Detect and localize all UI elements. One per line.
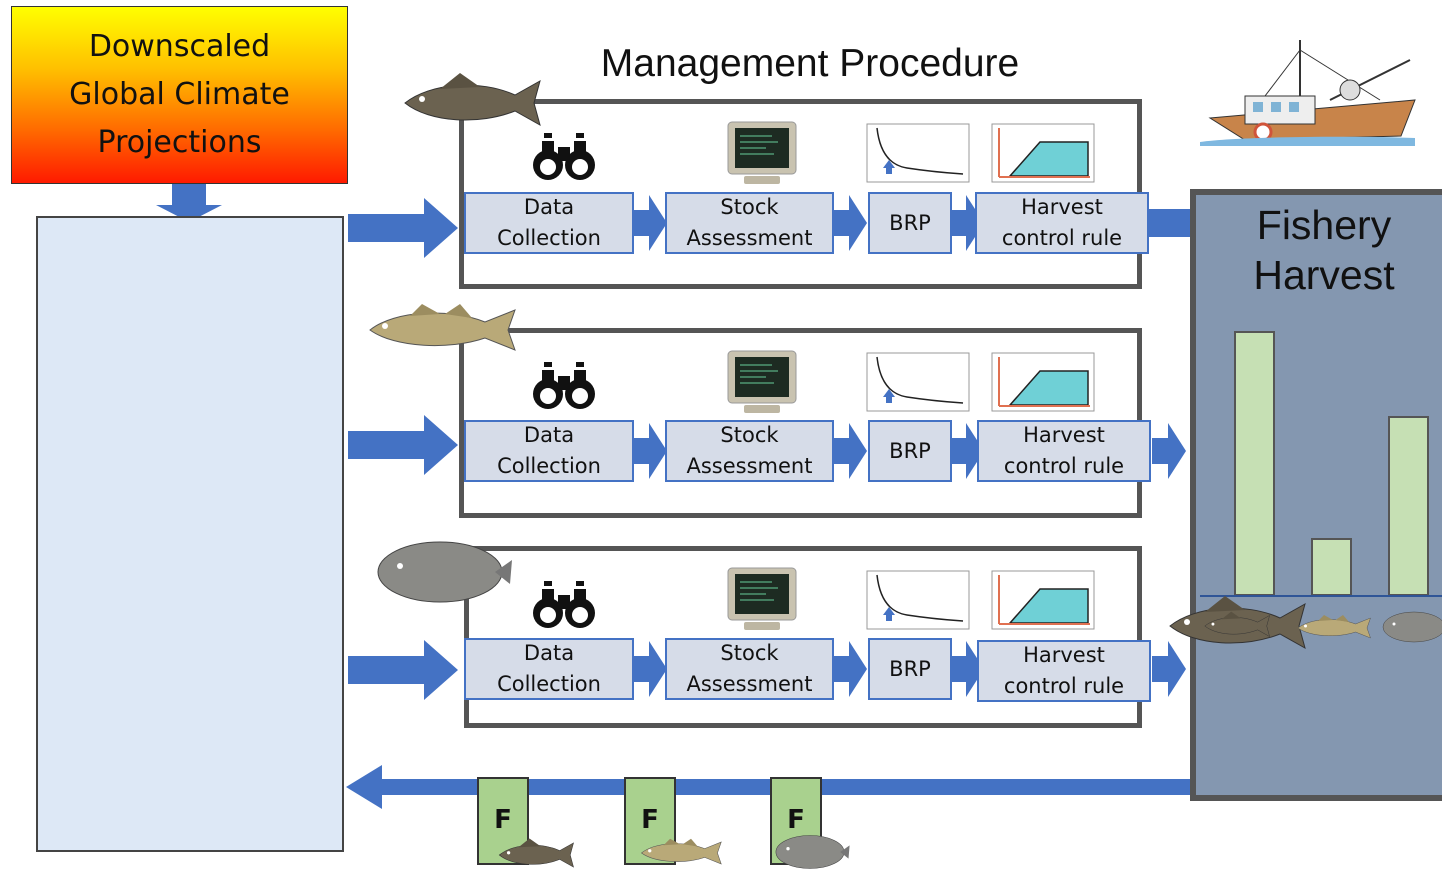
data-collection-step: Data Collection — [464, 420, 634, 482]
flow-arrow — [633, 195, 667, 251]
binoculars-icon — [533, 581, 595, 628]
harvest-bar — [1234, 331, 1275, 596]
brp-step: BRP — [868, 192, 952, 254]
model-to-procedure-arrow-1 — [348, 198, 458, 258]
stock-assessment-step: Stock Assessment — [665, 420, 834, 482]
stock-assessment-step: Stock Assessment — [665, 192, 834, 254]
computer-monitor-icon — [727, 567, 797, 631]
binoculars-icon — [533, 133, 595, 180]
ecosystem-model-box — [36, 216, 344, 852]
data-collection-step: Data Collection — [464, 638, 634, 700]
fishery-harvest-title: Fishery Harvest — [1253, 202, 1395, 298]
brp-curve-icon — [866, 352, 970, 412]
binoculars-icon — [533, 362, 595, 409]
model-to-procedure-arrow-2 — [348, 415, 458, 475]
computer-monitor-icon — [727, 350, 797, 414]
flow-arrow — [833, 641, 867, 697]
flow-arrow — [833, 195, 867, 251]
feedback-line — [378, 706, 1313, 795]
climate-projections-box: Downscaled Global Climate Projections — [11, 6, 348, 184]
flow-arrow — [833, 423, 867, 479]
data-collection-step: Data Collection — [464, 192, 634, 254]
procedure-frame-3 — [464, 546, 1142, 728]
fish-icon — [404, 72, 541, 126]
harvest-bar — [1311, 538, 1352, 596]
model-to-procedure-arrow-3 — [348, 640, 458, 700]
brp-step: BRP — [868, 638, 952, 700]
harvest-bar — [1388, 416, 1429, 596]
fish-icon — [377, 541, 513, 603]
harvest-rule-icon — [991, 352, 1095, 412]
brp-step: BRP — [868, 420, 952, 482]
harvest-control-rule-step: Harvest control rule — [977, 420, 1151, 482]
procedure-to-harvest-arrow-2 — [1152, 423, 1186, 479]
brp-curve-icon — [866, 123, 970, 183]
fishing-mortality-box: F — [477, 777, 529, 865]
brp-curve-icon — [866, 570, 970, 630]
fishing-boat-icon — [1200, 40, 1416, 146]
procedure-to-harvest-arrow-3 — [1152, 641, 1186, 697]
flow-arrow — [633, 641, 667, 697]
harvest-rule-icon — [991, 570, 1095, 630]
harvest-rule-icon — [991, 123, 1095, 183]
fishing-mortality-box: F — [770, 777, 822, 865]
fishing-mortality-box: F — [624, 777, 676, 865]
management-procedure-title: Management Procedure — [600, 42, 1020, 85]
harvest-control-rule-step: Harvest control rule — [977, 640, 1151, 702]
stock-assessment-step: Stock Assessment — [665, 638, 834, 700]
computer-monitor-icon — [727, 121, 797, 185]
feedback-arrowhead — [346, 765, 382, 809]
flow-arrow — [633, 423, 667, 479]
climate-projections-label: Downscaled Global Climate Projections — [69, 29, 290, 160]
fish-icon — [369, 303, 516, 351]
harvest-control-rule-step: Harvest control rule — [975, 192, 1149, 254]
